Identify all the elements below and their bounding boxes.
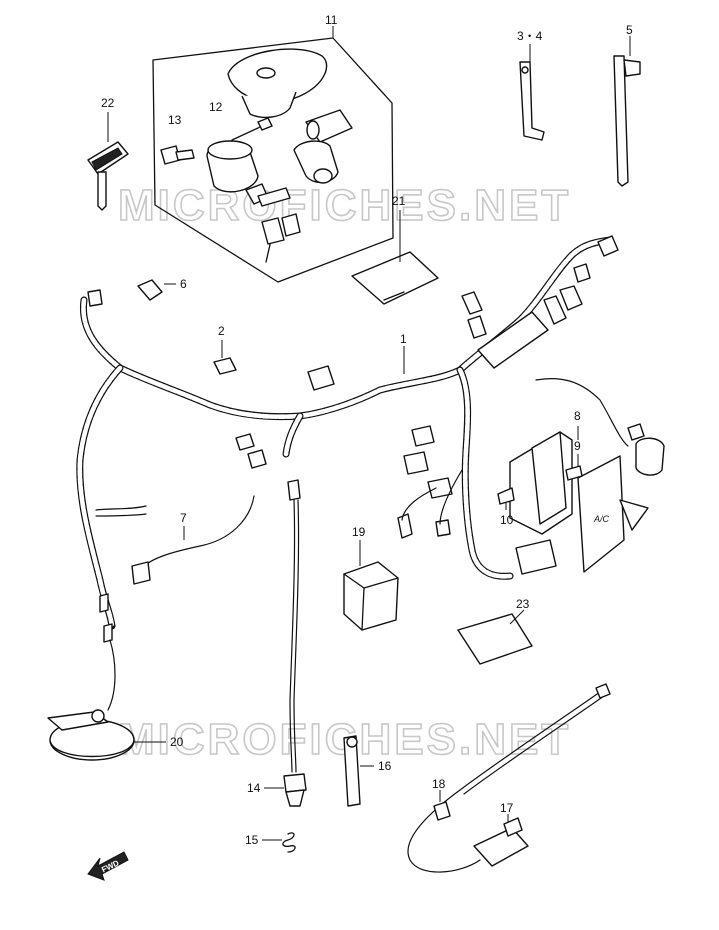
callout-15: 15 bbox=[245, 833, 259, 847]
callout-7: 7 bbox=[180, 511, 187, 525]
horn-lead-wire bbox=[95, 505, 147, 711]
callout-5: 5 bbox=[626, 23, 633, 37]
manual-sheet bbox=[457, 609, 533, 665]
callout-23: 23 bbox=[516, 597, 530, 611]
harness-clip bbox=[137, 279, 176, 301]
forward-direction-arrow: FWD bbox=[87, 851, 129, 881]
callout-17: 17 bbox=[500, 801, 514, 815]
lock-set-parts bbox=[293, 109, 353, 184]
spring bbox=[262, 832, 296, 853]
callout-22: 22 bbox=[101, 96, 115, 110]
neutral-switch bbox=[264, 773, 307, 807]
callout-2: 2 bbox=[218, 324, 225, 338]
ignition-switch bbox=[206, 117, 301, 263]
wire-lead bbox=[131, 495, 255, 585]
callout-11: 11 bbox=[325, 13, 338, 27]
fwd-label: FWD bbox=[100, 858, 121, 874]
callout-8: 8 bbox=[574, 409, 581, 423]
key bbox=[87, 112, 129, 211]
callout-6: 6 bbox=[180, 277, 187, 291]
watermark-bottom: MICROFICHES.NET bbox=[118, 715, 571, 764]
caution-label-sheet bbox=[351, 210, 439, 305]
neutral-switch-lead bbox=[287, 479, 301, 773]
diode-connector bbox=[213, 340, 237, 375]
callout-21: 21 bbox=[392, 194, 406, 208]
callout-14: 14 bbox=[247, 781, 261, 795]
callout-10: 10 bbox=[500, 513, 514, 527]
clamp bbox=[519, 44, 545, 141]
callout-16: 16 bbox=[378, 759, 392, 773]
horn bbox=[47, 709, 166, 761]
screw bbox=[160, 145, 195, 165]
sensor-bracket bbox=[343, 735, 374, 807]
callout-20: 20 bbox=[170, 735, 184, 749]
callout-18: 18 bbox=[432, 777, 446, 791]
cable-tie bbox=[613, 36, 641, 187]
fuse-box: A/C bbox=[497, 426, 649, 573]
bolt bbox=[433, 790, 451, 821]
callout-1: 1 bbox=[400, 332, 407, 346]
callout-9: 9 bbox=[574, 439, 581, 453]
callout-3-4: 3・4 bbox=[517, 29, 543, 43]
sensor-with-lead bbox=[407, 683, 611, 873]
ignition-switch-set-box bbox=[152, 26, 394, 283]
callout-13: 13 bbox=[168, 113, 182, 127]
fuse-box-cover-sticker: A/C bbox=[593, 514, 610, 524]
callout-19: 19 bbox=[352, 525, 366, 539]
main-wiring-harness bbox=[76, 235, 665, 630]
callout-12: 12 bbox=[209, 100, 223, 114]
fuel-tank-cap bbox=[227, 48, 328, 119]
watermark-top: MICROFICHES.NET bbox=[118, 181, 571, 230]
relay bbox=[343, 540, 399, 631]
